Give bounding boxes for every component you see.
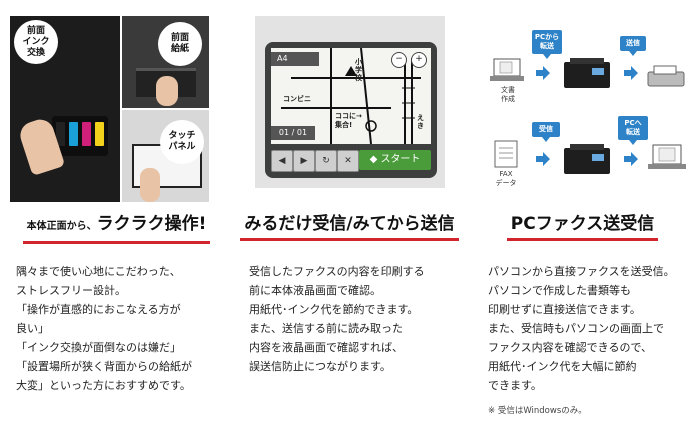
feature-description: 隅々まで使い心地にこだわった、 ストレスフリー設計。 「操作が直感的におこなえる…: [16, 262, 226, 395]
feature-heading: みるだけ受信/みてから送信: [233, 210, 466, 241]
prev-page-icon[interactable]: ◀: [271, 150, 293, 172]
map-label-school: 小学校: [355, 58, 362, 82]
description-line: 用紙代･インク代を大幅に節約: [488, 360, 637, 373]
start-label: スタート: [380, 154, 421, 165]
map-label-meet: ココに→ 集合!: [335, 112, 362, 129]
description-line: 内容を液晶画面で確認すれば、: [249, 341, 403, 354]
tag-receive: 受信: [532, 122, 560, 142]
laptop-icon: [648, 144, 686, 169]
start-button[interactable]: ◆ スタート: [359, 150, 431, 170]
ink-black: [56, 122, 65, 146]
printer-icon: [564, 58, 610, 88]
description-line: また、送信する前に読み取った: [249, 322, 403, 335]
description-line: ストレスフリー設計。: [16, 284, 126, 297]
description-line: 受信したファクスの内容を印刷する: [249, 265, 425, 278]
description-line: また、受信時もパソコンの画面上で: [488, 322, 664, 335]
lcd-screen: A4 − + 小学校 コンビニ ココに→ 集合! えき 01 / 01: [271, 48, 431, 144]
zoom-out-icon[interactable]: −: [391, 52, 407, 68]
description-line: ファクス内容を確認できるので、: [488, 341, 653, 354]
description-line: パソコンで作成した書類等も: [488, 284, 631, 297]
lcd-button-row: ◀ ▶ ↻ ✕ ◆ スタート: [271, 150, 431, 172]
ink-magenta: [82, 122, 91, 146]
bubble-front-ink: 前面 インク 交換: [14, 20, 58, 64]
bubble-front-feed: 前面 給紙: [158, 22, 202, 66]
feature-heading: 本体正面から、ラクラク操作!: [0, 210, 233, 244]
fax-machine-icon: [647, 65, 685, 87]
heading-underline: 本体正面から、ラクラク操作!: [22, 210, 211, 244]
ink-cartridge-bay: [52, 116, 108, 156]
feature-heading: PCファクス送受信: [466, 210, 699, 241]
arrow-right-icon: [624, 152, 638, 166]
zoom-in-icon[interactable]: +: [411, 52, 427, 68]
heading-main: ラクラク操作!: [96, 214, 207, 234]
windows-only-note: ※ 受信はWindowsのみ。: [488, 406, 587, 416]
description-line: 誤送信防止につながります。: [249, 360, 391, 373]
feature-column-pc-fax: 文書 作成 PCから 転送 送信 FAX データ 受信 PCへ 転送: [466, 0, 699, 432]
feature-column-fax-preview: A4 − + 小学校 コンビニ ココに→ 集合! えき 01 / 01 ◀ ▶ …: [233, 0, 466, 432]
description-line: 前に本体液晶画面で確認。: [249, 284, 381, 297]
arrow-right-icon: [536, 66, 550, 80]
description-line: パソコンから直接ファクスを送受信。: [488, 265, 675, 278]
paper-size-label: A4: [271, 52, 319, 66]
ink-yellow: [95, 122, 104, 146]
laptop-document-icon: [490, 58, 524, 81]
pc-fax-diagram: 文書 作成 PCから 転送 送信 FAX データ 受信 PCへ 転送: [490, 24, 690, 194]
ink-cyan: [69, 122, 78, 146]
caption-fax-data: FAX データ: [495, 170, 517, 187]
description-line: できます。: [488, 379, 542, 392]
description-line: 用紙代･インク代を節約できます。: [249, 303, 419, 316]
heading-main: みるだけ受信/みてから送信: [240, 210, 459, 241]
rotate-icon[interactable]: ↻: [315, 150, 337, 172]
fax-map-preview: [281, 48, 421, 144]
bubble-touch-panel: タッチ パネル: [160, 120, 204, 164]
tag-send: 送信: [620, 36, 646, 56]
finger-image: [140, 168, 160, 202]
description-line: 印刷せずに直接送信できます。: [488, 303, 641, 316]
map-label-store: コンビニ: [283, 95, 311, 103]
printer-icon: [564, 144, 610, 174]
arrow-right-icon: [536, 152, 550, 166]
fax-document-icon: [494, 140, 518, 168]
hand-image: [156, 76, 178, 106]
description-line: 良い」: [16, 322, 49, 335]
heading-main: PCファクス送受信: [506, 210, 659, 241]
feature-description: 受信したファクスの内容を印刷する 前に本体液晶画面で確認。 用紙代･インク代を節…: [249, 262, 459, 376]
tag-pc-forward: PCへ 転送: [618, 116, 648, 145]
caption-document: 文書 作成: [501, 86, 515, 103]
description-line: 「設置場所が狭く背面からの給紙が: [16, 360, 192, 373]
feature-description: パソコンから直接ファクスを送受信。 パソコンで作成した書類等も 印刷せずに直接送…: [488, 262, 698, 395]
delete-icon[interactable]: ✕: [337, 150, 359, 172]
description-line: 「インク交換が面倒なのは嫌だ」: [16, 341, 181, 354]
description-line: 大変」といった方におすすめです。: [16, 379, 191, 392]
description-line: 「操作が直感的におこなえる方が: [16, 303, 181, 316]
map-label-station: えき: [417, 114, 424, 130]
lcd-photo: A4 − + 小学校 コンビニ ココに→ 集合! えき 01 / 01 ◀ ▶ …: [255, 16, 445, 188]
arrow-right-icon: [624, 66, 638, 80]
description-line: 隅々まで使い心地にこだわった、: [16, 265, 181, 278]
tag-pc-send: PCから 転送: [532, 30, 562, 59]
next-page-icon[interactable]: ▶: [293, 150, 315, 172]
page-counter: 01 / 01: [271, 126, 315, 140]
feature-column-front-operation: 前面 インク 交換 前面 給紙 タッチ パネル 本体正面から、ラクラク操作! 隅…: [0, 0, 233, 432]
printer-photo-collage: 前面 インク 交換 前面 給紙 タッチ パネル: [10, 16, 209, 202]
heading-prefix: 本体正面から、: [26, 221, 97, 232]
lcd-panel: A4 − + 小学校 コンビニ ココに→ 集合! えき 01 / 01 ◀ ▶ …: [265, 42, 437, 178]
